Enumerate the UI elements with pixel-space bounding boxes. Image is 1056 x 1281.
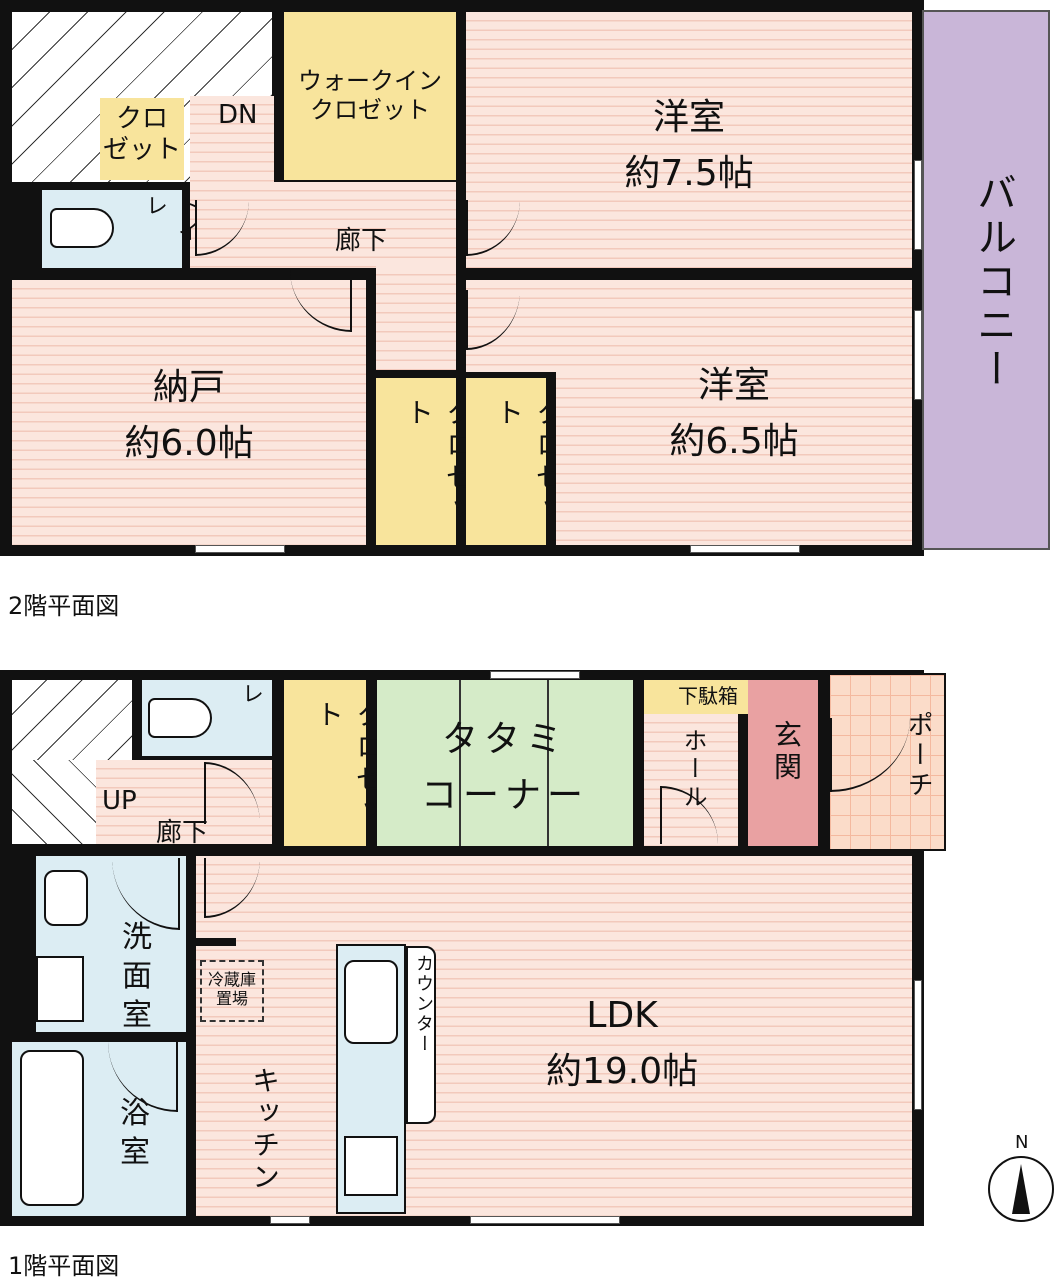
- window: [914, 160, 922, 250]
- porch-label: ポーチ: [903, 711, 933, 801]
- walkin-closet: ウォークイン クロゼット: [284, 12, 456, 180]
- bathroom: 浴 室: [12, 1042, 186, 1216]
- western-room-75: 洋室 約7.5帖: [466, 12, 912, 268]
- tatami-corner: タタミ コーナー: [377, 680, 633, 846]
- kitchen-counter: [336, 944, 406, 1214]
- up-label: UP: [102, 786, 137, 816]
- toilet-icon: [50, 208, 114, 248]
- getabako-label: 下駄箱: [678, 684, 738, 708]
- kitchen-wall: [196, 938, 236, 946]
- kitchen-label: キッチン: [248, 1066, 281, 1194]
- balcony-label: バルコニー: [970, 172, 1016, 392]
- closet-b: クロゼット: [466, 378, 565, 545]
- sink-icon: [344, 960, 398, 1044]
- walkin-closet-label: ウォークイン クロゼット: [298, 67, 442, 124]
- room65-label: 洋室 約6.5帖: [669, 365, 799, 462]
- closet-stair-label: クロ ゼット: [102, 104, 181, 166]
- toilet-2f-label: トイレ: [142, 194, 199, 246]
- window: [195, 545, 285, 553]
- hall-1f-label: 廊下: [156, 818, 209, 848]
- window: [470, 1216, 620, 1224]
- closet-a: クロゼット: [376, 378, 475, 545]
- toilet-1f: トイレ: [142, 680, 295, 756]
- window: [914, 310, 922, 400]
- fridge-space: 冷蔵庫 置場: [200, 960, 264, 1022]
- window: [690, 545, 800, 553]
- room75-label: 洋室 約7.5帖: [624, 97, 754, 194]
- bathtub-icon: [20, 1050, 84, 1206]
- counter-label: カウンター: [413, 954, 434, 1054]
- sink-icon: [44, 870, 88, 926]
- hallway-2f-down: [376, 266, 456, 370]
- balcony: バルコニー: [922, 10, 1050, 550]
- north-arrow-icon: [1012, 1164, 1030, 1214]
- nando-label: 納戸 約6.0帖: [124, 367, 254, 464]
- tatami-label: タタミ コーナー: [420, 719, 589, 816]
- western-room-65-main: 洋室 約6.5帖: [556, 365, 912, 545]
- genkan: 玄関: [748, 680, 818, 846]
- closet-1f-label: クロゼット: [312, 700, 385, 828]
- toilet-icon: [148, 698, 212, 738]
- counter: カウンター: [406, 946, 436, 1124]
- toilet-2f: トイレ: [42, 190, 199, 268]
- hallway-2f: [190, 96, 274, 186]
- storage-room: 納戸 約6.0帖: [12, 280, 366, 545]
- washer-icon: [36, 956, 84, 1022]
- genkan-label: 玄関: [770, 720, 803, 784]
- window: [270, 1216, 310, 1224]
- washroom: 洗 面 室: [36, 856, 186, 1033]
- hallway-2f-main: [190, 182, 456, 268]
- hall-label: 廊下: [335, 226, 388, 256]
- floor2-caption: 2階平面図: [8, 592, 120, 620]
- compass-n-label: N: [1015, 1132, 1029, 1153]
- dn-label: DN: [218, 100, 258, 130]
- compass: [988, 1156, 1054, 1222]
- stair-landing: [12, 760, 96, 844]
- ldk-label: LDK 約19.0帖: [546, 995, 699, 1092]
- window: [490, 671, 580, 679]
- porch: ポーチ: [828, 673, 946, 851]
- floor1-caption: 1階平面図: [8, 1252, 120, 1280]
- washroom-label: 洗 面 室: [122, 920, 156, 1033]
- ldk: LDK 約19.0帖キッチン 冷蔵庫 置場: [196, 856, 912, 1216]
- window: [914, 980, 922, 1110]
- staircase-1f: [12, 680, 132, 762]
- closet-stair: クロ ゼット: [100, 98, 184, 180]
- closet-1f: クロゼット: [284, 680, 385, 846]
- bath-label: 浴 室: [120, 1096, 150, 1170]
- stove-icon: [344, 1136, 398, 1196]
- western-room-65: [466, 280, 912, 372]
